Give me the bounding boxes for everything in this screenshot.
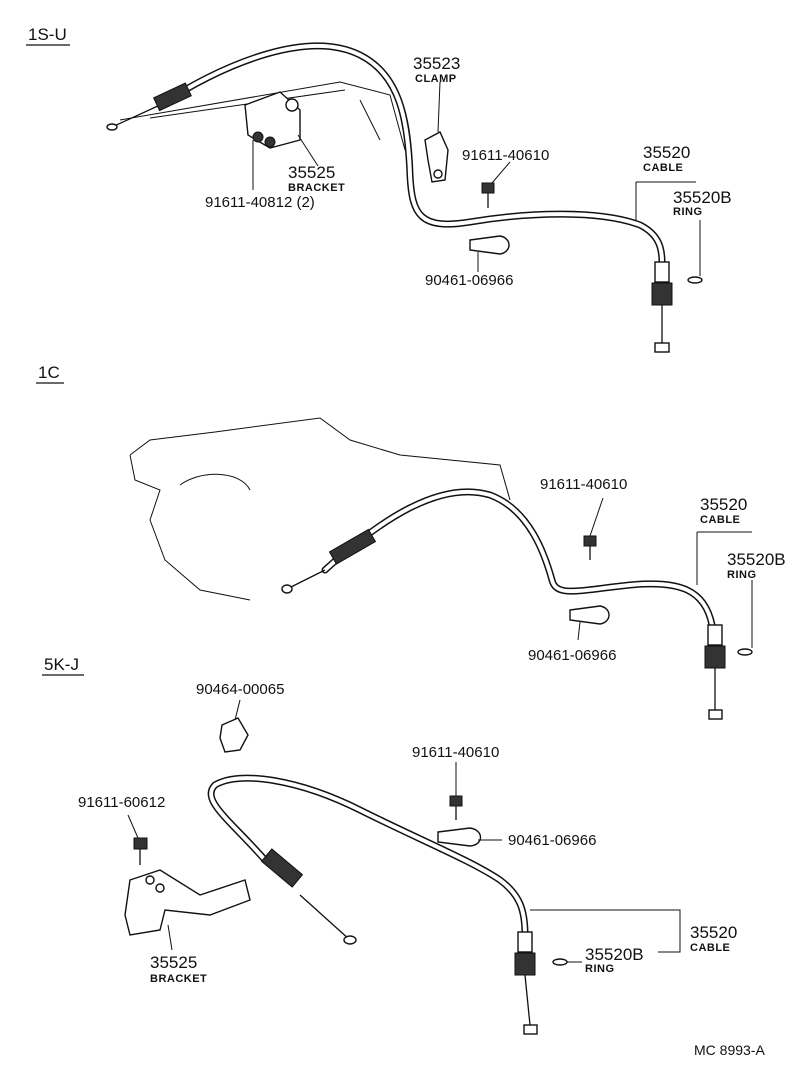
label-cable: CABLE xyxy=(643,162,683,174)
cable-end-tip xyxy=(343,935,357,945)
cable-end-tip xyxy=(281,584,293,594)
label-35525: 35525 xyxy=(288,163,335,182)
cable-end-rod xyxy=(109,104,161,129)
label-91611-40610: 91611-40610 xyxy=(540,476,627,493)
bolt-91611-40812-b xyxy=(264,136,276,148)
clamp-35523 xyxy=(424,131,449,183)
label-35520b: 35520B xyxy=(673,188,732,207)
label-90464-00065: 90464-00065 xyxy=(196,681,284,698)
leader-35520 xyxy=(530,909,681,953)
label-35523: 35523 xyxy=(413,54,460,73)
label-90461-06966: 90461-06966 xyxy=(528,647,616,664)
bolt-91611-40610 xyxy=(481,182,495,194)
ring-35520b xyxy=(552,958,568,966)
leader-91611-40610 xyxy=(589,497,604,537)
cable-end-block xyxy=(654,342,670,353)
bolt-91611-40812 xyxy=(252,131,264,143)
cable-nut xyxy=(651,282,673,306)
cable-end-rod xyxy=(299,894,351,941)
leader-90464 xyxy=(234,699,241,721)
label-clamp: CLAMP xyxy=(415,73,457,85)
leader-35525 xyxy=(297,134,319,167)
label-91611-40610: 91611-40610 xyxy=(462,147,549,164)
label-90461-06966: 90461-06966 xyxy=(508,832,596,849)
clamp-hole xyxy=(433,169,443,179)
section-label-1s-u: 1S-U xyxy=(28,25,67,44)
throttle-cable-inner xyxy=(158,43,664,264)
section-label-5k-j: 5K-J xyxy=(44,655,79,674)
ring-35520b xyxy=(737,648,753,656)
cable-end-tip xyxy=(106,123,118,131)
leader-90461 xyxy=(577,621,581,641)
bracket-hole xyxy=(145,875,155,885)
label-bracket: BRACKET xyxy=(150,973,207,985)
label-35520b: 35520B xyxy=(585,945,644,964)
throttle-cable xyxy=(156,42,666,266)
label-35520: 35520 xyxy=(690,923,737,942)
engine-outline xyxy=(129,417,511,601)
cable-fitting xyxy=(707,624,723,646)
label-bracket: BRACKET xyxy=(288,182,345,194)
leader-35525 xyxy=(167,924,173,951)
leader-35520 xyxy=(635,181,696,220)
label-35520b: 35520B xyxy=(727,550,786,569)
section-1c: 1C 91611-40610 35520 CABLE 35520B RING 9… xyxy=(36,363,786,720)
clip-90461-06966 xyxy=(469,235,510,255)
label-90461-06966: 90461-06966 xyxy=(425,272,513,289)
leader-35520 xyxy=(696,531,752,585)
label-91611-60612: 91611-60612 xyxy=(78,794,165,811)
label-35520: 35520 xyxy=(700,495,747,514)
bolt-91611-40610 xyxy=(449,795,463,807)
leader-35523 xyxy=(437,81,441,133)
cable-wire xyxy=(524,974,531,1026)
label-ring: RING xyxy=(585,963,615,975)
figure-reference: MC 8993-A xyxy=(694,1042,765,1058)
label-91611-40610: 91611-40610 xyxy=(412,744,499,761)
bolt-91611-40610 xyxy=(583,535,597,547)
label-35520: 35520 xyxy=(643,143,690,162)
throttle-cable xyxy=(207,774,529,939)
cable-adjuster xyxy=(328,528,377,565)
label-91611-40812: 91611-40812 (2) xyxy=(205,194,315,211)
label-ring: RING xyxy=(727,569,757,581)
label-cable: CABLE xyxy=(690,942,730,954)
cable-fitting xyxy=(517,931,533,953)
leader-91611-40610 xyxy=(491,161,511,184)
section-label-1c: 1C xyxy=(38,363,60,382)
clip-90461-06966 xyxy=(569,605,610,625)
cable-nut xyxy=(514,952,536,976)
cable-nut xyxy=(704,645,726,669)
section-1s-u: 1S-U xyxy=(26,25,732,353)
label-cable: CABLE xyxy=(700,514,740,526)
cable-adjuster xyxy=(152,82,192,112)
clip-90464-00065 xyxy=(219,717,249,753)
clip-90461-06966 xyxy=(437,827,482,847)
cable-fitting xyxy=(654,261,670,283)
cable-end-block xyxy=(523,1024,538,1035)
cable-adjuster xyxy=(260,848,304,888)
label-35525: 35525 xyxy=(150,953,197,972)
bracket-hole xyxy=(285,98,299,112)
cable-end-block xyxy=(708,709,723,720)
throttle-cable-inner xyxy=(209,776,527,937)
ring-35520b xyxy=(687,276,703,284)
bracket-35525 xyxy=(124,869,251,936)
throttle-cable-inner xyxy=(323,489,714,627)
label-ring: RING xyxy=(673,206,703,218)
bracket-hole xyxy=(155,883,165,893)
bolt-91611-60612 xyxy=(133,837,148,850)
leader-91611-60612 xyxy=(127,814,139,839)
section-5k-j: 5K-J 90464-0006 xyxy=(42,655,737,1035)
